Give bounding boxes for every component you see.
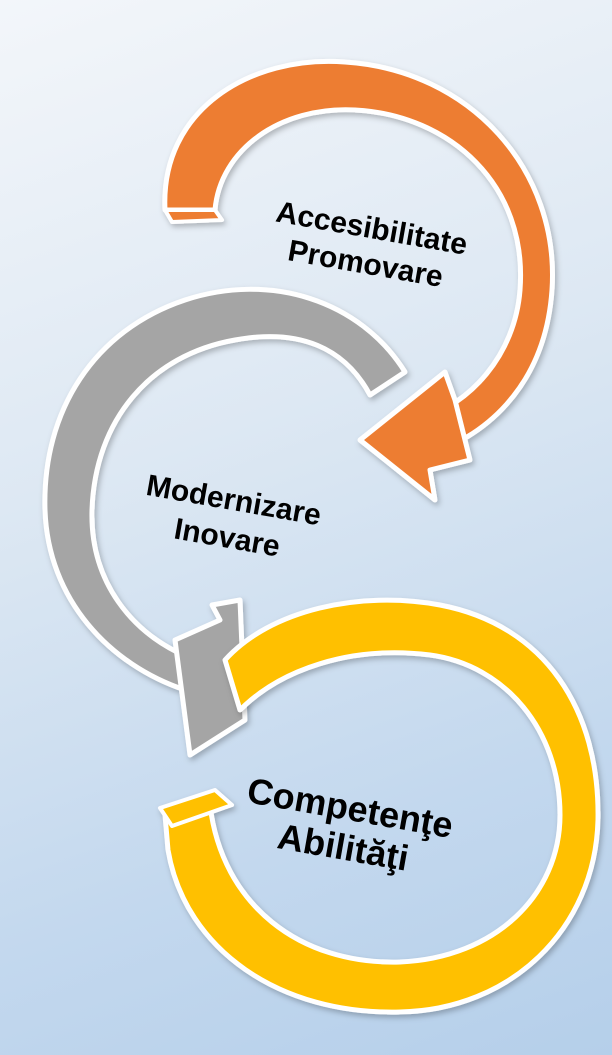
cycle-arrow-gray [42, 286, 408, 758]
label-gold: Competenţe Abilităţi [244, 769, 456, 878]
orange-arrow-tail-block [163, 208, 224, 224]
label-gray: Modernizare Inovare [144, 469, 324, 564]
gold-arrow-body [162, 597, 601, 1015]
label-orange: Accesibilitate Promovare [274, 196, 470, 294]
cycle-arrow-orange [162, 58, 555, 503]
gray-arrowhead [172, 597, 248, 758]
orange-arrowhead [357, 369, 473, 503]
gray-arrow-body [42, 286, 408, 693]
cycle-arrow-gold [158, 597, 601, 1015]
gold-arrow-tail-block [158, 788, 234, 828]
